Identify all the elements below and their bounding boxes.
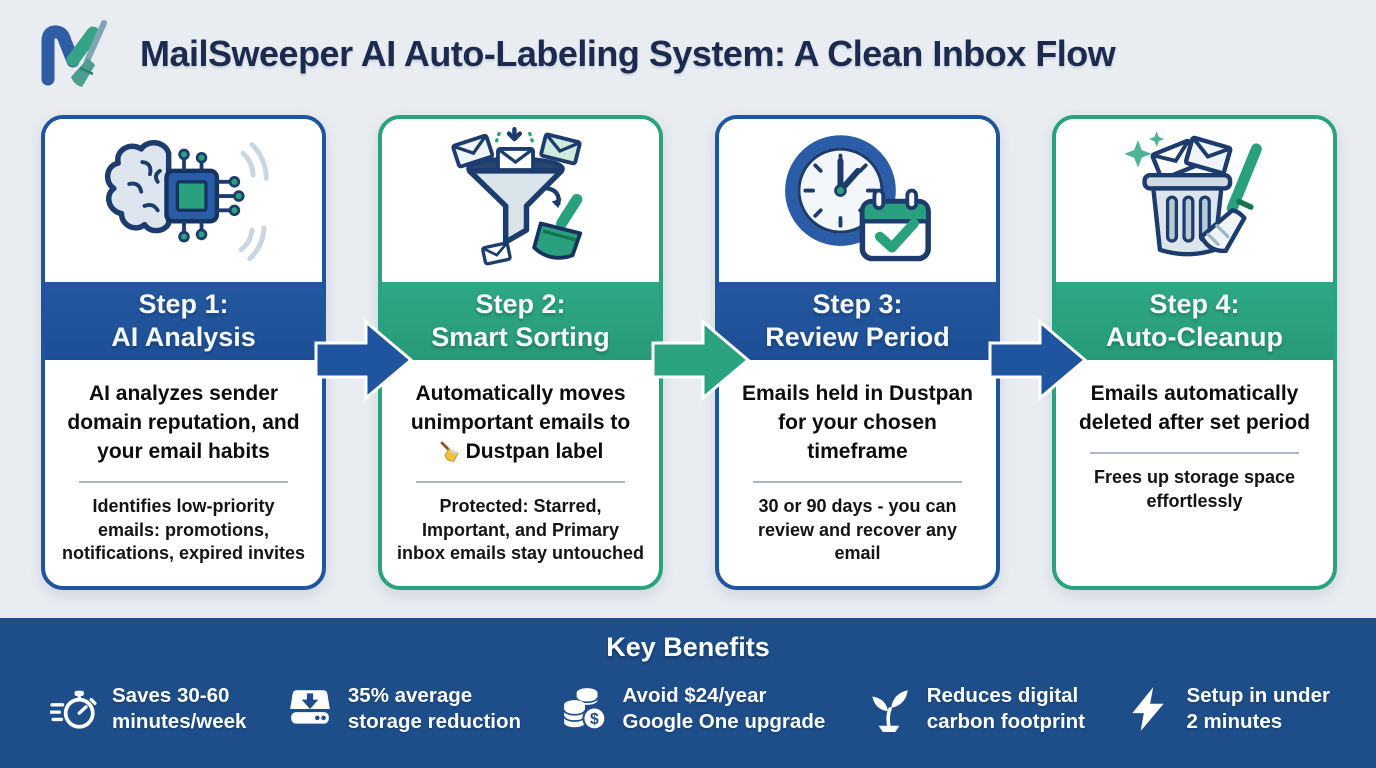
step-card-4: Step 4: Auto-Cleanup Emails automaticall… [1052,115,1337,590]
step-band: Step 3: Review Period [719,282,996,360]
flow-arrow-1-icon [314,318,414,402]
step-body: Automatically moves unimportant emails t… [382,360,659,586]
benefit-text: Setup in under 2 minutes [1186,684,1330,734]
step-band: Step 4: Auto-Cleanup [1056,282,1333,360]
step-label: Step 4: [1149,289,1240,320]
step-description: Automatically moves unimportant emails t… [396,380,645,467]
step-band: Step 1: AI Analysis [45,282,322,360]
plant-icon [872,690,908,733]
benefits-bar: Key Benefits Saves 30-60 minutes/week [0,618,1376,768]
step-description: AI analyzes sender domain reputation, an… [67,382,300,463]
step-band: Step 2: Smart Sorting [382,282,659,360]
page-title: MailSweeper AI Auto-Labeling System: A C… [140,33,1116,74]
step-label: Step 3: [812,289,903,320]
step-name: AI Analysis [111,322,256,352]
dustpan-label-text: Dustpan label [465,439,604,463]
benefit-text: Avoid $24/year Google One upgrade [622,684,826,734]
benefit-text: 35% average storage reduction [347,684,522,734]
divider [415,480,626,483]
trash-broom-icon [1056,119,1333,282]
brain-chip-icon [45,119,322,282]
mailsweeper-logo-icon [41,20,107,87]
benefit-text: Reduces digital carbon footprint [926,684,1085,734]
step-description: Emails automatically deleted after set p… [1078,382,1311,434]
funnel-sorting-icon [382,119,659,282]
step-body: Emails held in Dustpan for your chosen t… [719,360,996,586]
step-body: AI analyzes sender domain reputation, an… [45,360,322,586]
step-note: Identifies low-priority emails: promotio… [61,495,306,564]
flow-arrow-2-icon [651,318,751,402]
step-name: Smart Sorting [431,322,610,352]
benefit-storage-reduction: 35% average storage reduction [286,683,521,735]
benefit-carbon-footprint: Reduces digital carbon footprint [865,683,1085,735]
step-note: Protected: Starred, Important, and Prima… [396,495,645,564]
divider [1089,451,1300,454]
stopwatch-icon [50,690,97,729]
benefit-time-savings: Saves 30-60 minutes/week [50,683,246,735]
storage-icon [290,690,330,724]
step-body: Emails automatically deleted after set p… [1056,360,1333,586]
step-name: Auto-Cleanup [1106,322,1283,352]
dollar-coins-icon: $ [562,688,606,731]
step-label: Step 1: [138,289,229,320]
benefits-row: Saves 30-60 minutes/week 35% average sto… [0,683,1376,735]
step-note: Frees up storage space effortlessly [1093,466,1296,511]
benefits-heading: Key Benefits [606,632,770,662]
divider [78,480,289,483]
benefit-text: Saves 30-60 minutes/week [112,684,247,734]
broom-emoji-icon [440,442,459,463]
divider [752,480,963,483]
clock-calendar-icon [719,119,996,282]
step-card-3: Step 3: Review Period Emails held in Dus… [715,115,1000,590]
step-label: Step 2: [475,289,566,320]
step-card-1: Step 1: AI Analysis AI analyzes sender d… [41,115,326,590]
step-name: Review Period [765,322,950,352]
benefit-cost-savings: $ Avoid $24/year Google One upgrade [561,683,826,735]
step-description: Emails held in Dustpan for your chosen t… [741,382,974,463]
step-card-2: Step 2: Smart Sorting Automatically move… [378,115,663,590]
flow-arrow-3-icon [988,318,1088,402]
header: MailSweeper AI Auto-Labeling System: A C… [36,18,1116,90]
benefit-quick-setup: Setup in under 2 minutes [1124,683,1330,735]
step-note: 30 or 90 days - you can review and recov… [757,495,958,564]
svg-text:$: $ [590,711,599,728]
lightning-icon [1132,687,1165,732]
